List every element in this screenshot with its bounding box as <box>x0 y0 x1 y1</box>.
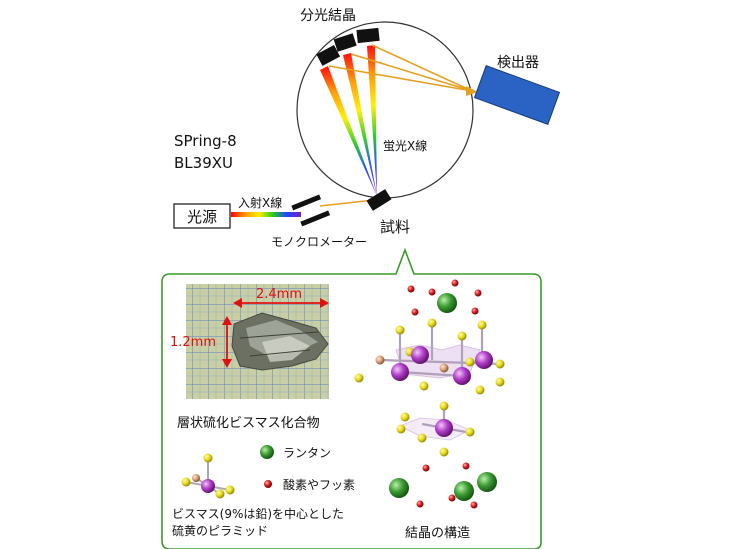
fluorescence-label: 蛍光X線 <box>383 138 427 153</box>
height-dimension: 1.2mm <box>170 335 216 350</box>
pyramid-caption-line1: ビスマス(9%は鉛)を中心とした <box>172 506 344 521</box>
detector-label: 検出器 <box>497 55 539 71</box>
rowland-circle <box>296 21 474 199</box>
pyramid-caption-line2: 硫黄のピラミッド <box>172 523 268 538</box>
dimension-arrows <box>222 298 329 368</box>
source-label: 光源 <box>187 208 217 226</box>
sample-holder <box>366 189 392 211</box>
reflected-beams <box>328 44 473 92</box>
facility-name: SPring-8 <box>174 132 237 150</box>
beam-arrow-head <box>466 86 478 96</box>
width-dimension: 2.4mm <box>256 287 302 302</box>
incident-beam <box>231 212 301 217</box>
crystals-label: 分光結晶 <box>300 8 356 24</box>
monochromator-label: モノクロメーター <box>271 235 367 249</box>
pyramid-icon <box>181 453 235 499</box>
lanthanum-legend-icon <box>260 445 274 459</box>
crystal-structure <box>354 279 505 509</box>
oxygen-legend-icon <box>264 480 272 488</box>
source-box <box>173 203 231 229</box>
mono-beam <box>319 199 375 207</box>
oxygen-legend-label: 酸素やフッ素 <box>283 477 355 492</box>
sample-label: 試料 <box>380 218 410 236</box>
detector <box>473 65 561 125</box>
analyzer-crystals <box>316 27 380 66</box>
structure-caption: 結晶の構造 <box>405 526 470 541</box>
beamline-name: BL39XU <box>174 154 233 172</box>
photo-caption: 層状硫化ビスマス化合物 <box>177 416 320 431</box>
lanthanum-legend-label: ランタン <box>283 446 331 460</box>
incident-label: 入射X線 <box>238 195 282 210</box>
fluorescence-beams <box>320 45 377 196</box>
monochromator-mirrors <box>291 194 331 227</box>
